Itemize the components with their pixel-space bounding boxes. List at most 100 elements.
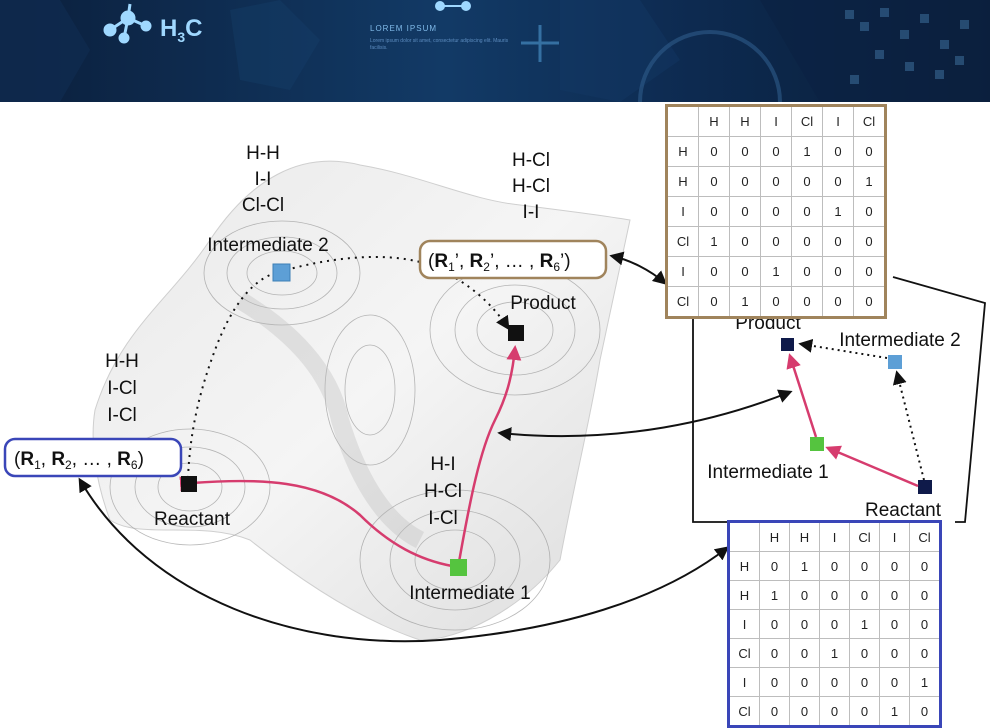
matrix-cell: 0	[879, 609, 910, 639]
matrix-header-cell: I	[819, 521, 850, 552]
matrix-row: H 1 0 0 0 0 0	[728, 580, 941, 610]
intermediate2-bond-2: I-I	[255, 169, 272, 190]
product-bond-3: I-I	[523, 202, 540, 223]
matrix-cell: 0	[819, 696, 850, 727]
plus-icon	[521, 25, 559, 62]
matrix-header-cell	[728, 521, 760, 552]
matrix-cell: 0	[759, 551, 790, 581]
matrix-cell: 0	[789, 580, 820, 610]
matrix-cell: 0	[791, 256, 823, 287]
matrix-cell: 0	[729, 256, 761, 287]
matrix-row-label: Cl	[728, 638, 760, 668]
matrix-row: I 0 0 0 0 1 0	[666, 196, 886, 227]
matrix-cell: 1	[760, 256, 792, 287]
product-node	[508, 325, 524, 341]
product-bond-1: H-Cl	[512, 150, 550, 171]
matrix-row-label: H	[728, 551, 760, 581]
mini-graph-edge-intermediate2-product	[798, 338, 888, 359]
matrix-cell: 0	[879, 638, 910, 668]
mini-graph-intermediate2-node	[888, 355, 902, 369]
matrix-header-row: H H I Cl I Cl	[666, 105, 886, 137]
matrix-cell: 0	[729, 166, 761, 197]
matrix-cell: 0	[822, 136, 854, 167]
matrix-cell: 0	[879, 580, 910, 610]
arrow-reactant-vector-to-reactant-matrix	[78, 477, 730, 643]
mini-graph-intermediate1-label: Intermediate 1	[707, 462, 828, 483]
matrix-cell: 0	[849, 696, 880, 727]
matrix-cell: 1	[759, 580, 790, 610]
matrix-cell: 0	[822, 226, 854, 257]
matrix-header-cell: I	[879, 521, 910, 552]
matrix-cell: 0	[759, 667, 790, 697]
mini-graph-reactant-label: Reactant	[865, 500, 942, 521]
matrix-row: I 0 0 0 0 0 1	[728, 667, 941, 697]
matrix-cell: 0	[822, 256, 854, 287]
matrix-cell: 1	[822, 196, 854, 227]
matrix-row-label: I	[728, 609, 760, 639]
reactant-node	[181, 476, 197, 492]
reactant-vector-frame	[3, 437, 183, 478]
matrix-cell: 0	[789, 667, 820, 697]
matrix-cell: 0	[819, 580, 850, 610]
matrix-cell: 1	[909, 667, 941, 697]
matrix-cell: 0	[789, 696, 820, 727]
circular-arc-graphic	[638, 30, 782, 102]
matrix-cell: 0	[760, 226, 792, 257]
matrix-cell: 0	[729, 136, 761, 167]
arrow-surface-to-mini-graph	[497, 389, 793, 442]
intermediate1-bond-3: I-Cl	[428, 508, 458, 529]
matrix-cell: 0	[849, 638, 880, 668]
matrix-cell: 1	[789, 551, 820, 581]
matrix-header-cell: I	[822, 105, 854, 137]
matrix-header-cell: Cl	[791, 105, 823, 137]
reactant-vector-label: (R1, R2, … , R6)	[14, 449, 144, 472]
banner-title: LOREM IPSUM	[370, 24, 438, 33]
matrix-cell: 1	[849, 609, 880, 639]
matrix-cell: 0	[789, 609, 820, 639]
matrix-row-label: Cl	[666, 286, 699, 318]
matrix-cell: 0	[849, 580, 880, 610]
matrix-cell: 0	[879, 551, 910, 581]
matrix-cell: 0	[879, 667, 910, 697]
matrix-row: H 0 0 0 0 0 1	[666, 166, 886, 197]
matrix-row: H 0 0 0 1 0 0	[666, 136, 886, 167]
matrix-cell: 0	[853, 136, 886, 167]
matrix-header-cell	[666, 105, 699, 137]
product-bond-2: H-Cl	[512, 176, 550, 197]
intermediate2-bond-3: Cl-Cl	[242, 195, 284, 216]
matrix-cell: 0	[760, 166, 792, 197]
reactant-label: Reactant	[154, 509, 231, 530]
reactant-bond-1: H-H	[105, 351, 139, 372]
banner-background-graphic	[0, 0, 990, 102]
intermediate1-bond-2: H-Cl	[424, 481, 462, 502]
matrix-cell: 0	[909, 638, 941, 668]
matrix-row-label: I	[666, 256, 699, 287]
matrix-row-label: I	[728, 667, 760, 697]
matrix-row: H 0 1 0 0 0 0	[728, 551, 941, 581]
matrix-cell: 0	[909, 551, 941, 581]
reactant-adjacency-matrix: H H I Cl I Cl H 0 1 0 0 0 0 H 1 0 0 0 0 …	[727, 520, 942, 728]
mini-graph-product-node	[781, 338, 794, 351]
matrix-cell: 0	[853, 286, 886, 318]
matrix-cell: 0	[822, 286, 854, 318]
matrix-cell: 1	[698, 226, 730, 257]
banner-body-text: Lorem ipsum dolor sit amet, consectetur …	[370, 38, 509, 51]
matrix-cell: 0	[760, 196, 792, 227]
matrix-cell: 0	[909, 609, 941, 639]
mini-graph-edge-reactant-intermediate1	[825, 445, 919, 488]
matrix-row-label: H	[728, 580, 760, 610]
mini-graph-edge-intermediate1-product	[786, 353, 818, 438]
matrix-cell: 0	[698, 136, 730, 167]
matrix-row: Cl 0 0 1 0 0 0	[728, 638, 941, 668]
header-banner: H3C LOREM IPSUM Lorem ipsum dolor sit am…	[0, 0, 990, 102]
matrix-header-cell: I	[760, 105, 792, 137]
matrix-cell: 0	[760, 136, 792, 167]
matrix-row: I 0 0 0 1 0 0	[728, 609, 941, 639]
matrix-row: Cl 1 0 0 0 0 0	[666, 226, 886, 257]
arrow-product-vector-to-product-matrix	[609, 251, 668, 285]
matrix-cell: 0	[759, 696, 790, 727]
matrix-cell: 0	[760, 286, 792, 318]
mini-graph-intermediate2-label: Intermediate 2	[839, 330, 960, 351]
matrix-cell: 0	[909, 696, 941, 727]
banner-logo-text: H3C	[160, 15, 203, 45]
